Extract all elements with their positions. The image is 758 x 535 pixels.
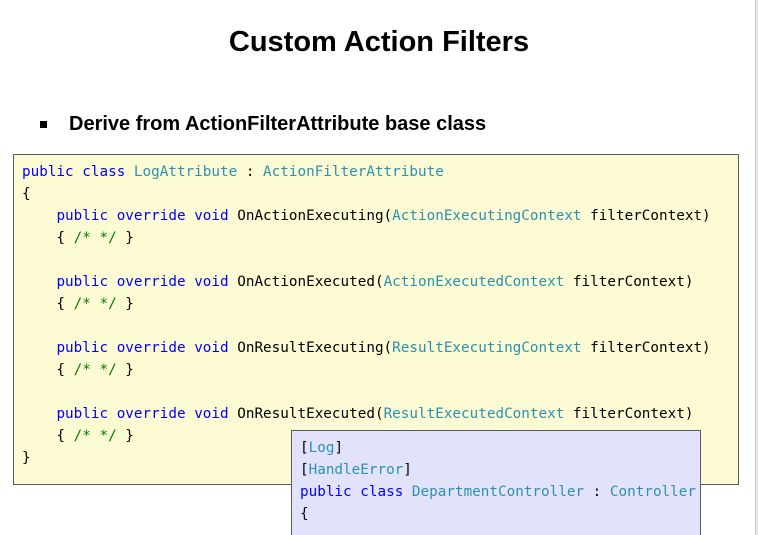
code-token: ] xyxy=(334,440,344,456)
code-line: { xyxy=(300,503,696,525)
code-token: [ xyxy=(300,462,309,478)
code-token: { xyxy=(22,230,74,246)
code-token: void xyxy=(194,208,229,224)
code-token xyxy=(108,340,117,356)
bullet-text: Derive from ActionFilterAttribute base c… xyxy=(69,113,487,135)
code-token xyxy=(403,484,412,500)
code-token: DepartmentController xyxy=(411,484,585,500)
code-token: } xyxy=(116,428,134,444)
code-line: public override void OnResultExecuted(Re… xyxy=(22,403,711,425)
code-line xyxy=(22,381,711,403)
code-token: OnActionExecuted( xyxy=(228,274,384,290)
code-token: } xyxy=(116,230,134,246)
code-token: override xyxy=(116,406,186,422)
code-block-log-attribute: public class LogAttribute : ActionFilter… xyxy=(13,154,739,485)
code-token: OnResultExecuting( xyxy=(228,340,393,356)
code-token: override xyxy=(116,208,186,224)
slide-edge xyxy=(755,0,756,535)
square-bullet-icon xyxy=(40,121,47,128)
code-token: Controller xyxy=(609,484,696,500)
code-token: { xyxy=(22,296,74,312)
code-token: /* */ xyxy=(73,296,117,312)
code-token: OnResultExecuted( xyxy=(228,406,384,422)
code-line: { /* */ } xyxy=(22,425,711,447)
code-line: [HandleError] xyxy=(300,459,696,481)
code-token xyxy=(125,164,134,180)
code-token: override xyxy=(116,340,186,356)
code-token: public xyxy=(56,274,109,290)
code-token: filterContext) xyxy=(564,406,694,422)
code-token xyxy=(108,406,117,422)
code-token: public xyxy=(56,208,109,224)
code-token: ActionExecutingContext xyxy=(392,208,582,224)
code-token: } xyxy=(22,450,31,466)
code-token xyxy=(108,274,117,290)
slide-edge-shadow xyxy=(756,0,758,535)
code-token xyxy=(186,274,195,290)
code-token: Log xyxy=(308,440,335,456)
code-token: void xyxy=(194,406,229,422)
code-token: filterContext) xyxy=(581,208,711,224)
code-token: public xyxy=(56,340,109,356)
code-listing: public class LogAttribute : ActionFilter… xyxy=(22,161,711,469)
code-token: } xyxy=(116,362,134,378)
code-token: } xyxy=(116,296,134,312)
code-token: class xyxy=(82,164,126,180)
slide-title: Custom Action Filters xyxy=(228,26,530,58)
code-line xyxy=(22,249,711,271)
code-token: public xyxy=(300,484,352,500)
code-line: public class LogAttribute : ActionFilter… xyxy=(22,161,711,183)
code-line: { /* */ } xyxy=(22,359,711,381)
code-token: public xyxy=(22,164,74,180)
code-line: public override void OnResultExecuting(R… xyxy=(22,337,711,359)
code-line: { /* */ } xyxy=(22,227,711,249)
code-token xyxy=(74,164,83,180)
code-token xyxy=(108,208,117,224)
code-line: public override void OnActionExecuting(A… xyxy=(22,205,711,227)
code-line: { xyxy=(22,183,711,205)
code-line: { /* */ } xyxy=(22,293,711,315)
code-token: LogAttribute xyxy=(133,164,238,180)
code-token: { xyxy=(22,362,74,378)
code-token xyxy=(186,406,195,422)
code-token xyxy=(186,340,195,356)
code-block-department-controller: [Log][HandleError]public class Departmen… xyxy=(291,430,701,535)
code-token: ActionFilterAttribute xyxy=(263,164,444,180)
code-token: filterContext) xyxy=(581,340,711,356)
code-token: class xyxy=(360,484,404,500)
code-line xyxy=(22,315,711,337)
code-token: HandleError xyxy=(308,462,404,478)
code-token: public xyxy=(56,406,109,422)
code-token: { xyxy=(22,186,31,202)
code-token xyxy=(22,208,56,224)
code-token xyxy=(352,484,361,500)
code-token: { xyxy=(22,428,74,444)
bullet-point: Derive from ActionFilterAttribute base c… xyxy=(40,113,486,136)
code-token: ] xyxy=(403,462,412,478)
code-token xyxy=(186,208,195,224)
code-token: { xyxy=(300,506,309,522)
code-token: override xyxy=(116,274,186,290)
code-line: public class DepartmentController : Cont… xyxy=(300,481,696,503)
code-token: void xyxy=(194,274,229,290)
code-line: } xyxy=(22,447,711,469)
code-token xyxy=(22,340,56,356)
code-token: OnActionExecuting( xyxy=(228,208,393,224)
code-token xyxy=(22,406,56,422)
code-line: public override void OnActionExecuted(Ac… xyxy=(22,271,711,293)
code-token: : xyxy=(237,164,264,180)
code-token xyxy=(22,274,56,290)
code-token: ActionExecutedContext xyxy=(383,274,565,290)
code-token: /* */ xyxy=(73,428,117,444)
code-token: : xyxy=(584,484,610,500)
code-line: [Log] xyxy=(300,437,696,459)
code-token: [ xyxy=(300,440,309,456)
code-token: /* */ xyxy=(73,362,117,378)
code-token: ResultExecutingContext xyxy=(392,340,582,356)
code-token: ResultExecutedContext xyxy=(383,406,565,422)
code-token: void xyxy=(194,340,229,356)
code-listing-popup: [Log][HandleError]public class Departmen… xyxy=(300,437,696,525)
code-token: /* */ xyxy=(73,230,117,246)
code-token: filterContext) xyxy=(564,274,694,290)
